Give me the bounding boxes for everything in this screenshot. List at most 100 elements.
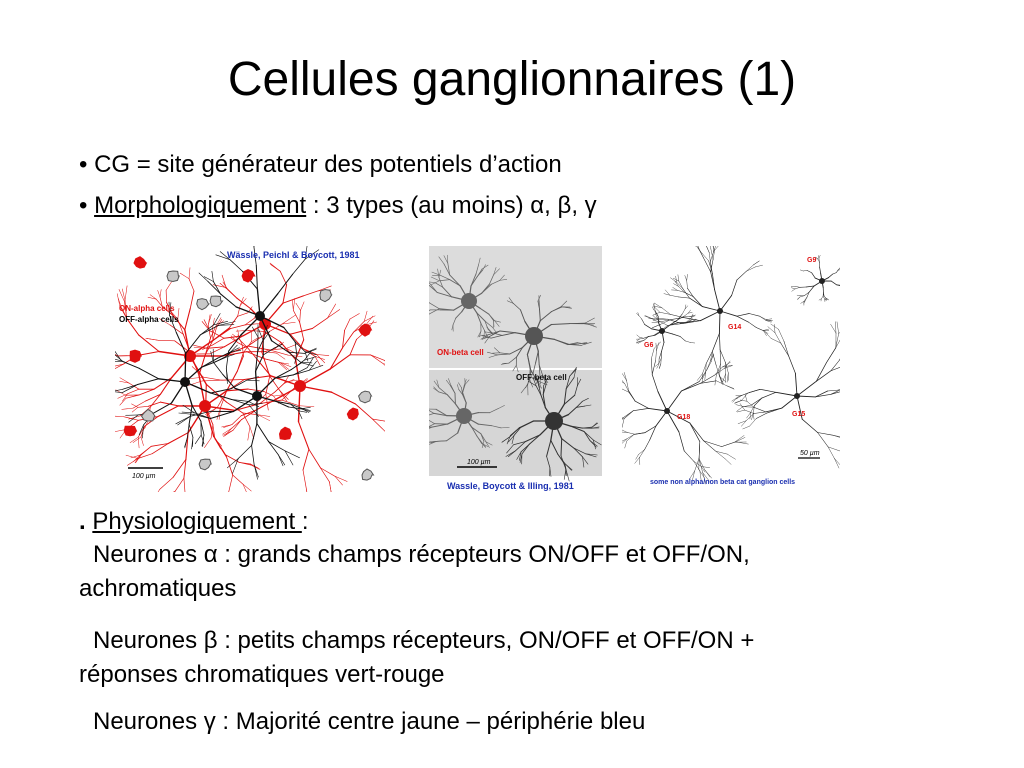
ganglion-cell-dendrite — [756, 412, 767, 419]
ganglion-cell-dendrite — [830, 360, 840, 371]
ganglion-cell-dendrite — [836, 284, 840, 286]
off-alpha-cell-dendrite — [274, 374, 294, 379]
off-alpha-cell-dendrite — [137, 378, 160, 386]
on-beta-cell-dendrite — [499, 330, 516, 334]
bullet-marker: • — [79, 151, 88, 178]
on-beta-label: ON-beta cell — [437, 348, 484, 357]
off-beta-cell-dendrite — [433, 386, 439, 393]
off-beta-cell-dendrite — [592, 439, 602, 446]
ganglion-cell-dendrite — [669, 319, 679, 326]
on-beta-cell-dendrite — [478, 257, 481, 265]
on-beta-cell-dendrite — [494, 320, 500, 327]
ganglion-cell-dendrite — [690, 313, 694, 319]
ganglion-cell-dendrite — [764, 331, 772, 339]
off-alpha-cell-dendrite — [200, 420, 205, 436]
on-alpha-cell-dendrite — [353, 321, 365, 333]
slide-title: Cellules ganglionnaires (1) — [227, 53, 797, 106]
on-alpha-cell-dendrite — [239, 296, 244, 306]
ganglion-cell-dendrite — [736, 270, 747, 281]
ganglion-cell-dendrite — [677, 316, 685, 321]
ganglion-cell-dendrite — [712, 250, 715, 260]
off-beta-cell-dendrite — [546, 455, 551, 468]
on-alpha-cell-dendrite — [198, 353, 206, 376]
ganglion-cell-dendrite — [706, 246, 710, 254]
off-beta-cell-dendrite — [485, 441, 493, 446]
on-beta-cell-dendrite — [490, 280, 501, 285]
off-beta-cell-dendrite — [471, 426, 478, 437]
off-beta-cell-dendrite — [583, 431, 594, 441]
ganglion-cell-dendrite — [826, 347, 836, 364]
ganglion-cell-dendrite — [709, 252, 711, 262]
on-beta-cell-dendrite — [438, 256, 445, 265]
on-beta-cell-dendrite — [481, 264, 489, 270]
ganglion-cell-dendrite — [634, 400, 650, 409]
ganglion-cell-dendrite — [818, 298, 822, 301]
ganglion-cell-dendrite — [770, 338, 782, 344]
on-alpha-cell-dendrite — [334, 476, 348, 482]
off-beta-cell-dendrite — [582, 456, 585, 468]
physiology-heading: Physiologiquement — [92, 508, 302, 535]
off-beta-cell-dendrite — [429, 423, 435, 427]
ganglion-cell-dendrite — [663, 293, 671, 296]
on-alpha-cell-dendrite — [259, 391, 276, 405]
on-beta-cell-dendrite — [542, 374, 546, 383]
off-alpha-cell-dendrite — [268, 441, 286, 452]
off-alpha-cell-dendrite — [298, 410, 308, 413]
on-alpha-cell-dendrite — [299, 310, 301, 323]
ganglion-cell-dendrite — [763, 330, 769, 334]
off-alpha-cell-dendrite — [193, 414, 211, 419]
ganglion-cell-dendrite — [724, 458, 732, 465]
off-beta-cell-dendrite — [546, 439, 552, 457]
ganglion-cell-dendrite — [655, 350, 657, 361]
beta-physiology-line2: réponses chromatiques vert-rouge — [79, 661, 445, 688]
on-alpha-cell-dendrite — [213, 435, 227, 458]
on-alpha-cell-dendrite — [129, 436, 139, 443]
ganglion-cell-dendrite — [710, 271, 715, 291]
off-alpha-cell-dendrite — [115, 354, 124, 362]
on-alpha-cell-dendrite — [295, 339, 305, 361]
on-beta-cell-dendrite — [432, 274, 441, 276]
off-beta-cell-dendrite — [515, 441, 526, 452]
off-alpha-cell-dendrite — [215, 356, 227, 362]
ganglion-cell-dendrite — [687, 312, 693, 314]
ganglion-cell-dendrite — [654, 305, 663, 309]
off-alpha-cell-dendrite — [152, 402, 172, 414]
on-beta-cell-dendrite — [488, 313, 495, 322]
off-beta-cell-dendrite — [505, 450, 516, 457]
on-beta-cell-dendrite — [494, 320, 501, 323]
off-beta-cell-dendrite — [508, 435, 515, 443]
off-beta-cell-dendrite — [511, 435, 515, 445]
ganglion-cell-dendrite — [670, 277, 677, 283]
on-beta-cell-dendrite — [501, 332, 516, 336]
ganglion-cell-dendrite — [754, 397, 763, 406]
ganglion-cell-dendrite — [622, 373, 627, 381]
ganglion-cell-dendrite — [731, 396, 739, 402]
ganglion-cell-dendrite — [801, 418, 818, 433]
ganglion-cell-dendrite — [633, 432, 646, 435]
on-alpha-cell-dendrite — [219, 282, 229, 291]
ganglion-cell-dendrite — [653, 306, 661, 313]
on-alpha-cell-dendrite — [188, 267, 191, 279]
red-cell-body — [241, 268, 256, 283]
on-alpha-cell-dendrite — [244, 318, 255, 326]
on-alpha-legend: ON-alpha cells — [119, 304, 175, 313]
on-alpha-cell-dendrite — [212, 327, 217, 341]
off-alpha-cell-dendrite — [303, 351, 312, 361]
on-alpha-cell-dendrite — [179, 272, 190, 279]
ganglion-cell-dendrite — [653, 306, 656, 312]
ganglion-cell-dendrite — [675, 276, 677, 283]
on-alpha-cell-dendrite — [279, 389, 287, 402]
ganglion-cell-dendrite — [638, 449, 645, 455]
on-alpha-cell-dendrite — [269, 349, 289, 356]
off-alpha-cell-dendrite — [190, 411, 211, 417]
ganglion-cell-dendrite — [698, 458, 703, 473]
on-alpha-cell-dendrite — [243, 375, 272, 381]
off-alpha-cell-dendrite — [263, 324, 268, 338]
ganglion-cell-dendrite — [637, 312, 639, 316]
on-alpha-cell-dendrite — [349, 313, 360, 320]
ganglion-cell-dendrite — [685, 340, 691, 343]
ganglion-cell-dendrite — [678, 431, 685, 452]
grey-cell-body — [209, 295, 224, 308]
ganglion-cell-dendrite — [626, 432, 635, 435]
ganglion-cell-dendrite — [748, 313, 760, 317]
